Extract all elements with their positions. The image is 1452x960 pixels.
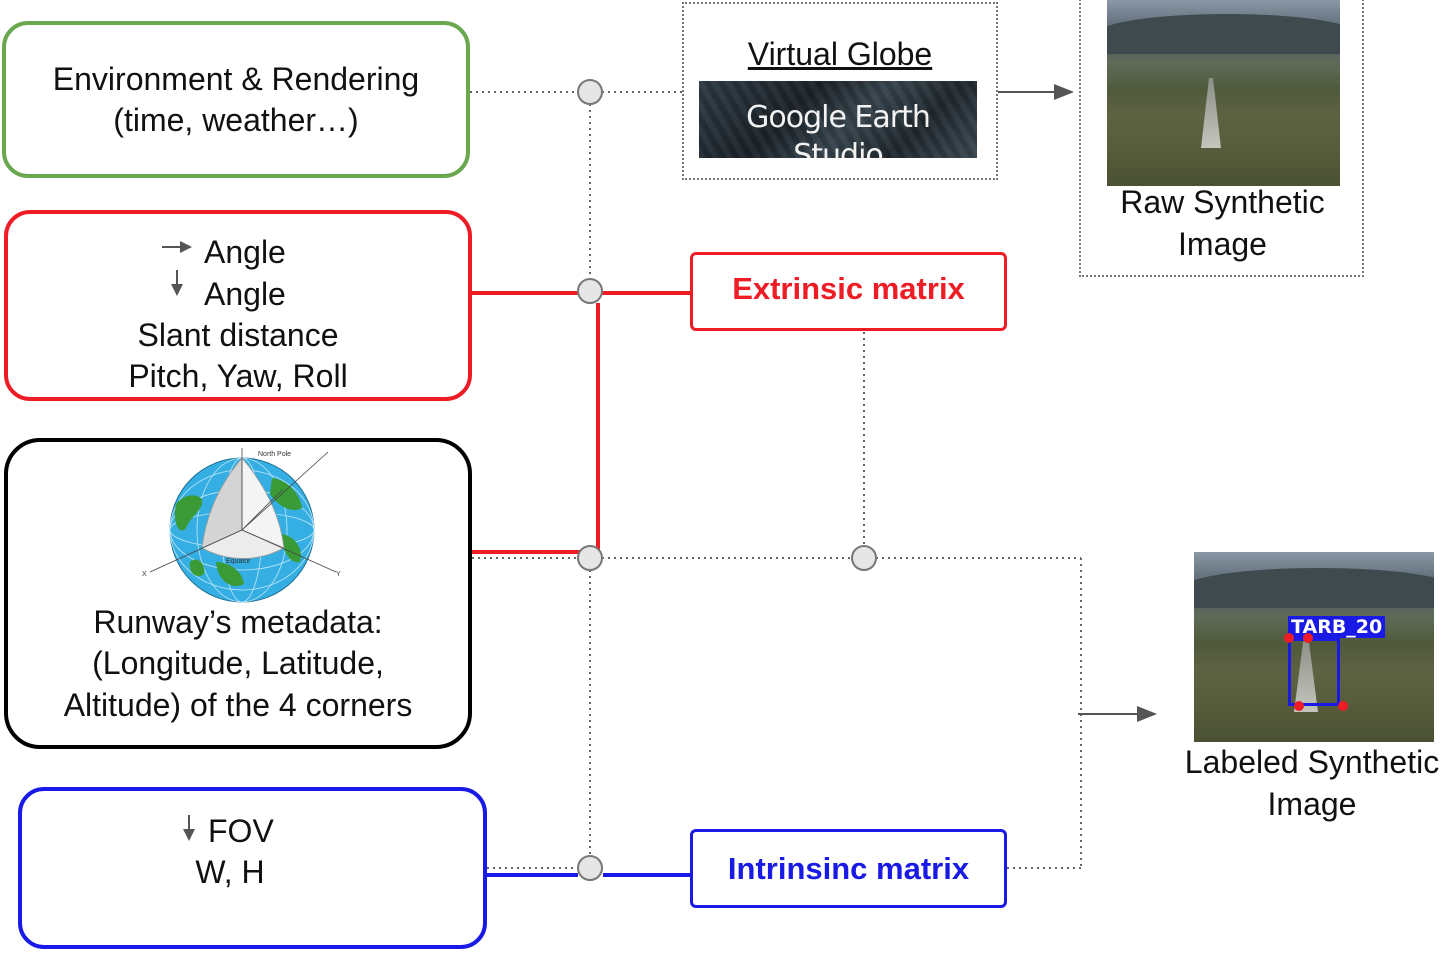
attitude-label: Pitch, Yaw, Roll [128,358,348,394]
corner-marker [1294,701,1304,711]
equator-label: Equator [226,558,251,565]
y-axis-label: Y [336,571,341,578]
labeled-runway-photo: TARB_20 [1194,552,1434,742]
pose-box: Angle Angle Slant distance Pitch, Yaw, R… [4,210,472,401]
raw-image-line-2: Image [1178,226,1267,262]
north-pole-label: North Pole [258,451,291,458]
raw-image-line-1: Raw Synthetic [1120,184,1325,220]
virtual-globe-box: Virtual Globe Google Earth Studio [682,2,998,180]
junction-node-extrinsic [851,545,877,571]
labeled-image-line-2: Image [1267,786,1357,822]
pose-row-horizontal-angle: Angle [160,232,286,273]
google-earth-studio-logo: Google Earth Studio [699,81,977,158]
junction-node-pose [577,278,603,304]
globe-illustration: North Pole Equator X Y [142,448,341,603]
virtual-globe-title: Virtual Globe [747,36,933,72]
corner-marker [1338,701,1348,711]
arrow-down-icon [171,269,183,296]
runway-line-2: (Longitude, Latitude, [92,645,384,681]
environment-box: Environment & Rendering (time, weather…) [2,21,470,178]
labeled-image-line-1: Labeled Synthetic [1184,744,1440,780]
camera-box: FOV W, H [18,787,487,949]
junction-node-runway [577,545,603,571]
fov-label: FOV [208,813,274,849]
runway-line-1: Runway’s metadata: [93,604,383,640]
extrinsic-matrix-label: Extrinsic matrix [732,271,965,306]
junction-node-camera [577,855,603,881]
corner-marker [1303,633,1313,643]
x-axis-label: X [142,571,147,578]
arrow-right-icon [162,240,192,253]
bbox-label-tag: TARB_20 [1288,616,1386,638]
corner-marker [1284,633,1294,643]
intrinsic-matrix-label: Intrinsinc matrix [727,851,970,886]
size-label: W, H [195,854,265,890]
runway-bounding-box [1288,638,1340,706]
pose-row-vertical-angle: Angle [160,269,286,315]
runway-box: North Pole Equator X Y Runway’s metadata… [4,438,472,749]
runway-to-extrinsic-link [472,303,600,554]
intrinsic-matrix-box: Intrinsinc matrix [690,829,1007,908]
fov-row: FOV [178,811,274,852]
raw-runway-photo [1107,0,1340,186]
junction-node-environment [577,79,603,105]
environment-line-2: (time, weather…) [113,101,359,138]
runway-line-3: Altitude) of the 4 corners [63,687,413,723]
arrow-down-icon [183,814,195,841]
slant-distance-label: Slant distance [137,317,339,353]
raw-image-box: Raw Synthetic Image [1079,0,1364,277]
logo-text: Google Earth Studio [746,100,931,158]
vertical-angle-label: Angle [204,276,286,312]
horizontal-angle-label: Angle [204,234,286,270]
extrinsic-matrix-box: Extrinsic matrix [690,252,1007,331]
environment-line-1: Environment & Rendering [52,60,420,97]
